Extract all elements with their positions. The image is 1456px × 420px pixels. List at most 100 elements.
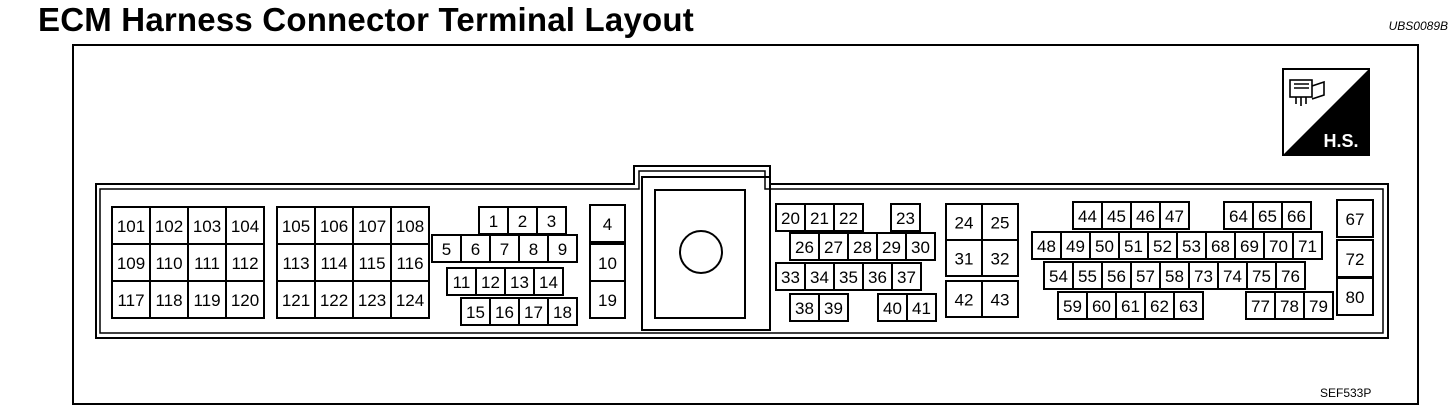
terminal-label-121: 121 (282, 291, 310, 310)
terminal-cell-71 (1292, 231, 1323, 260)
terminal-cell-38 (789, 293, 820, 322)
terminal-cell-119 (187, 280, 227, 319)
terminal-label-110: 110 (155, 254, 182, 273)
terminal-label-6: 6 (471, 240, 480, 259)
terminal-label-28: 28 (853, 238, 872, 257)
connector-key-outer (641, 176, 771, 331)
terminal-label-27: 27 (824, 238, 843, 257)
connector-key-inner (654, 189, 746, 319)
terminal-cell-50 (1089, 231, 1120, 260)
terminal-label-60: 60 (1092, 297, 1111, 316)
terminal-label-35: 35 (839, 268, 858, 287)
terminal-cell-36 (862, 262, 893, 291)
terminal-label-43: 43 (991, 291, 1010, 310)
harness-connector-icon (1289, 79, 1325, 106)
terminal-cell-57 (1130, 261, 1161, 290)
terminal-cell-27 (818, 232, 849, 261)
terminal-label-117: 117 (117, 291, 144, 310)
terminal-cell-8 (518, 234, 549, 263)
terminal-label-24: 24 (955, 214, 974, 233)
terminal-cell-10 (589, 243, 626, 282)
terminal-cell-43 (981, 280, 1019, 318)
terminal-label-5: 5 (442, 240, 451, 259)
terminal-cell-123 (352, 280, 392, 319)
terminal-label-26: 26 (795, 238, 814, 257)
terminal-label-11: 11 (453, 273, 471, 292)
terminal-label-50: 50 (1095, 237, 1114, 256)
terminal-label-77: 77 (1251, 297, 1270, 316)
terminal-cell-18 (547, 297, 578, 326)
terminal-cell-53 (1176, 231, 1207, 260)
terminal-cell-80 (1336, 277, 1374, 316)
terminal-label-118: 118 (155, 291, 182, 310)
terminal-label-112: 112 (231, 254, 258, 273)
terminal-label-61: 61 (1121, 297, 1140, 316)
terminal-cell-16 (489, 297, 520, 326)
terminal-label-4: 4 (603, 215, 612, 234)
terminal-label-9: 9 (558, 240, 567, 259)
terminal-cell-4 (589, 204, 626, 243)
terminal-label-52: 52 (1153, 237, 1172, 256)
terminal-cell-63 (1173, 291, 1204, 320)
figure-code-bottom: SEF533P (1320, 386, 1372, 400)
terminal-cell-54 (1043, 261, 1074, 290)
terminal-cell-122 (314, 280, 354, 319)
terminal-label-47: 47 (1165, 207, 1184, 226)
terminal-cell-108 (390, 206, 430, 245)
terminal-label-45: 45 (1107, 207, 1126, 226)
terminal-label-46: 46 (1136, 207, 1155, 226)
terminal-cell-9 (547, 234, 578, 263)
terminal-cell-1 (478, 206, 509, 235)
terminal-cell-49 (1060, 231, 1091, 260)
terminal-label-54: 54 (1049, 267, 1068, 286)
terminal-label-20: 20 (781, 209, 800, 228)
terminal-cell-118 (149, 280, 189, 319)
terminal-label-111: 111 (194, 254, 220, 273)
terminal-label-66: 66 (1287, 207, 1306, 226)
terminal-label-74: 74 (1223, 267, 1242, 286)
terminal-cell-47 (1159, 201, 1190, 230)
terminal-label-105: 105 (282, 217, 310, 236)
terminal-label-53: 53 (1182, 237, 1201, 256)
terminal-label-32: 32 (991, 250, 1010, 269)
terminal-cell-79 (1303, 291, 1334, 320)
figure-code-top: UBS0089B (1388, 19, 1448, 33)
terminal-label-12: 12 (481, 273, 500, 292)
terminal-cell-75 (1246, 261, 1277, 290)
terminal-label-102: 102 (155, 217, 183, 236)
terminal-label-71: 71 (1298, 237, 1317, 256)
terminal-label-30: 30 (911, 238, 930, 257)
terminal-label-39: 39 (824, 299, 843, 318)
terminal-label-67: 67 (1346, 210, 1365, 229)
terminal-label-29: 29 (882, 238, 901, 257)
terminal-label-101: 101 (117, 217, 145, 236)
terminal-label-62: 62 (1150, 297, 1169, 316)
terminal-label-7: 7 (500, 240, 509, 259)
terminal-label-2: 2 (518, 212, 527, 231)
terminal-cell-76 (1275, 261, 1306, 290)
terminal-label-68: 68 (1211, 237, 1230, 256)
terminal-label-122: 122 (320, 291, 348, 310)
terminal-label-59: 59 (1063, 297, 1082, 316)
terminal-cell-124 (390, 280, 430, 319)
terminal-cell-14 (533, 267, 564, 296)
terminal-label-19: 19 (598, 291, 617, 310)
terminal-label-17: 17 (524, 303, 543, 322)
terminal-label-107: 107 (358, 217, 386, 236)
terminal-label-115: 115 (358, 254, 385, 273)
terminal-label-58: 58 (1165, 267, 1184, 286)
terminal-cell-48 (1031, 231, 1062, 260)
terminal-label-55: 55 (1078, 267, 1097, 286)
connector-key-circle (679, 230, 723, 274)
terminal-label-120: 120 (231, 291, 259, 310)
terminal-label-57: 57 (1136, 267, 1155, 286)
terminal-cell-46 (1130, 201, 1161, 230)
connector-inner-outline (99, 170, 1384, 334)
terminal-label-48: 48 (1037, 237, 1056, 256)
terminal-label-15: 15 (466, 303, 485, 322)
terminal-label-64: 64 (1229, 207, 1248, 226)
terminal-label-80: 80 (1346, 288, 1365, 307)
terminal-label-124: 124 (396, 291, 424, 310)
